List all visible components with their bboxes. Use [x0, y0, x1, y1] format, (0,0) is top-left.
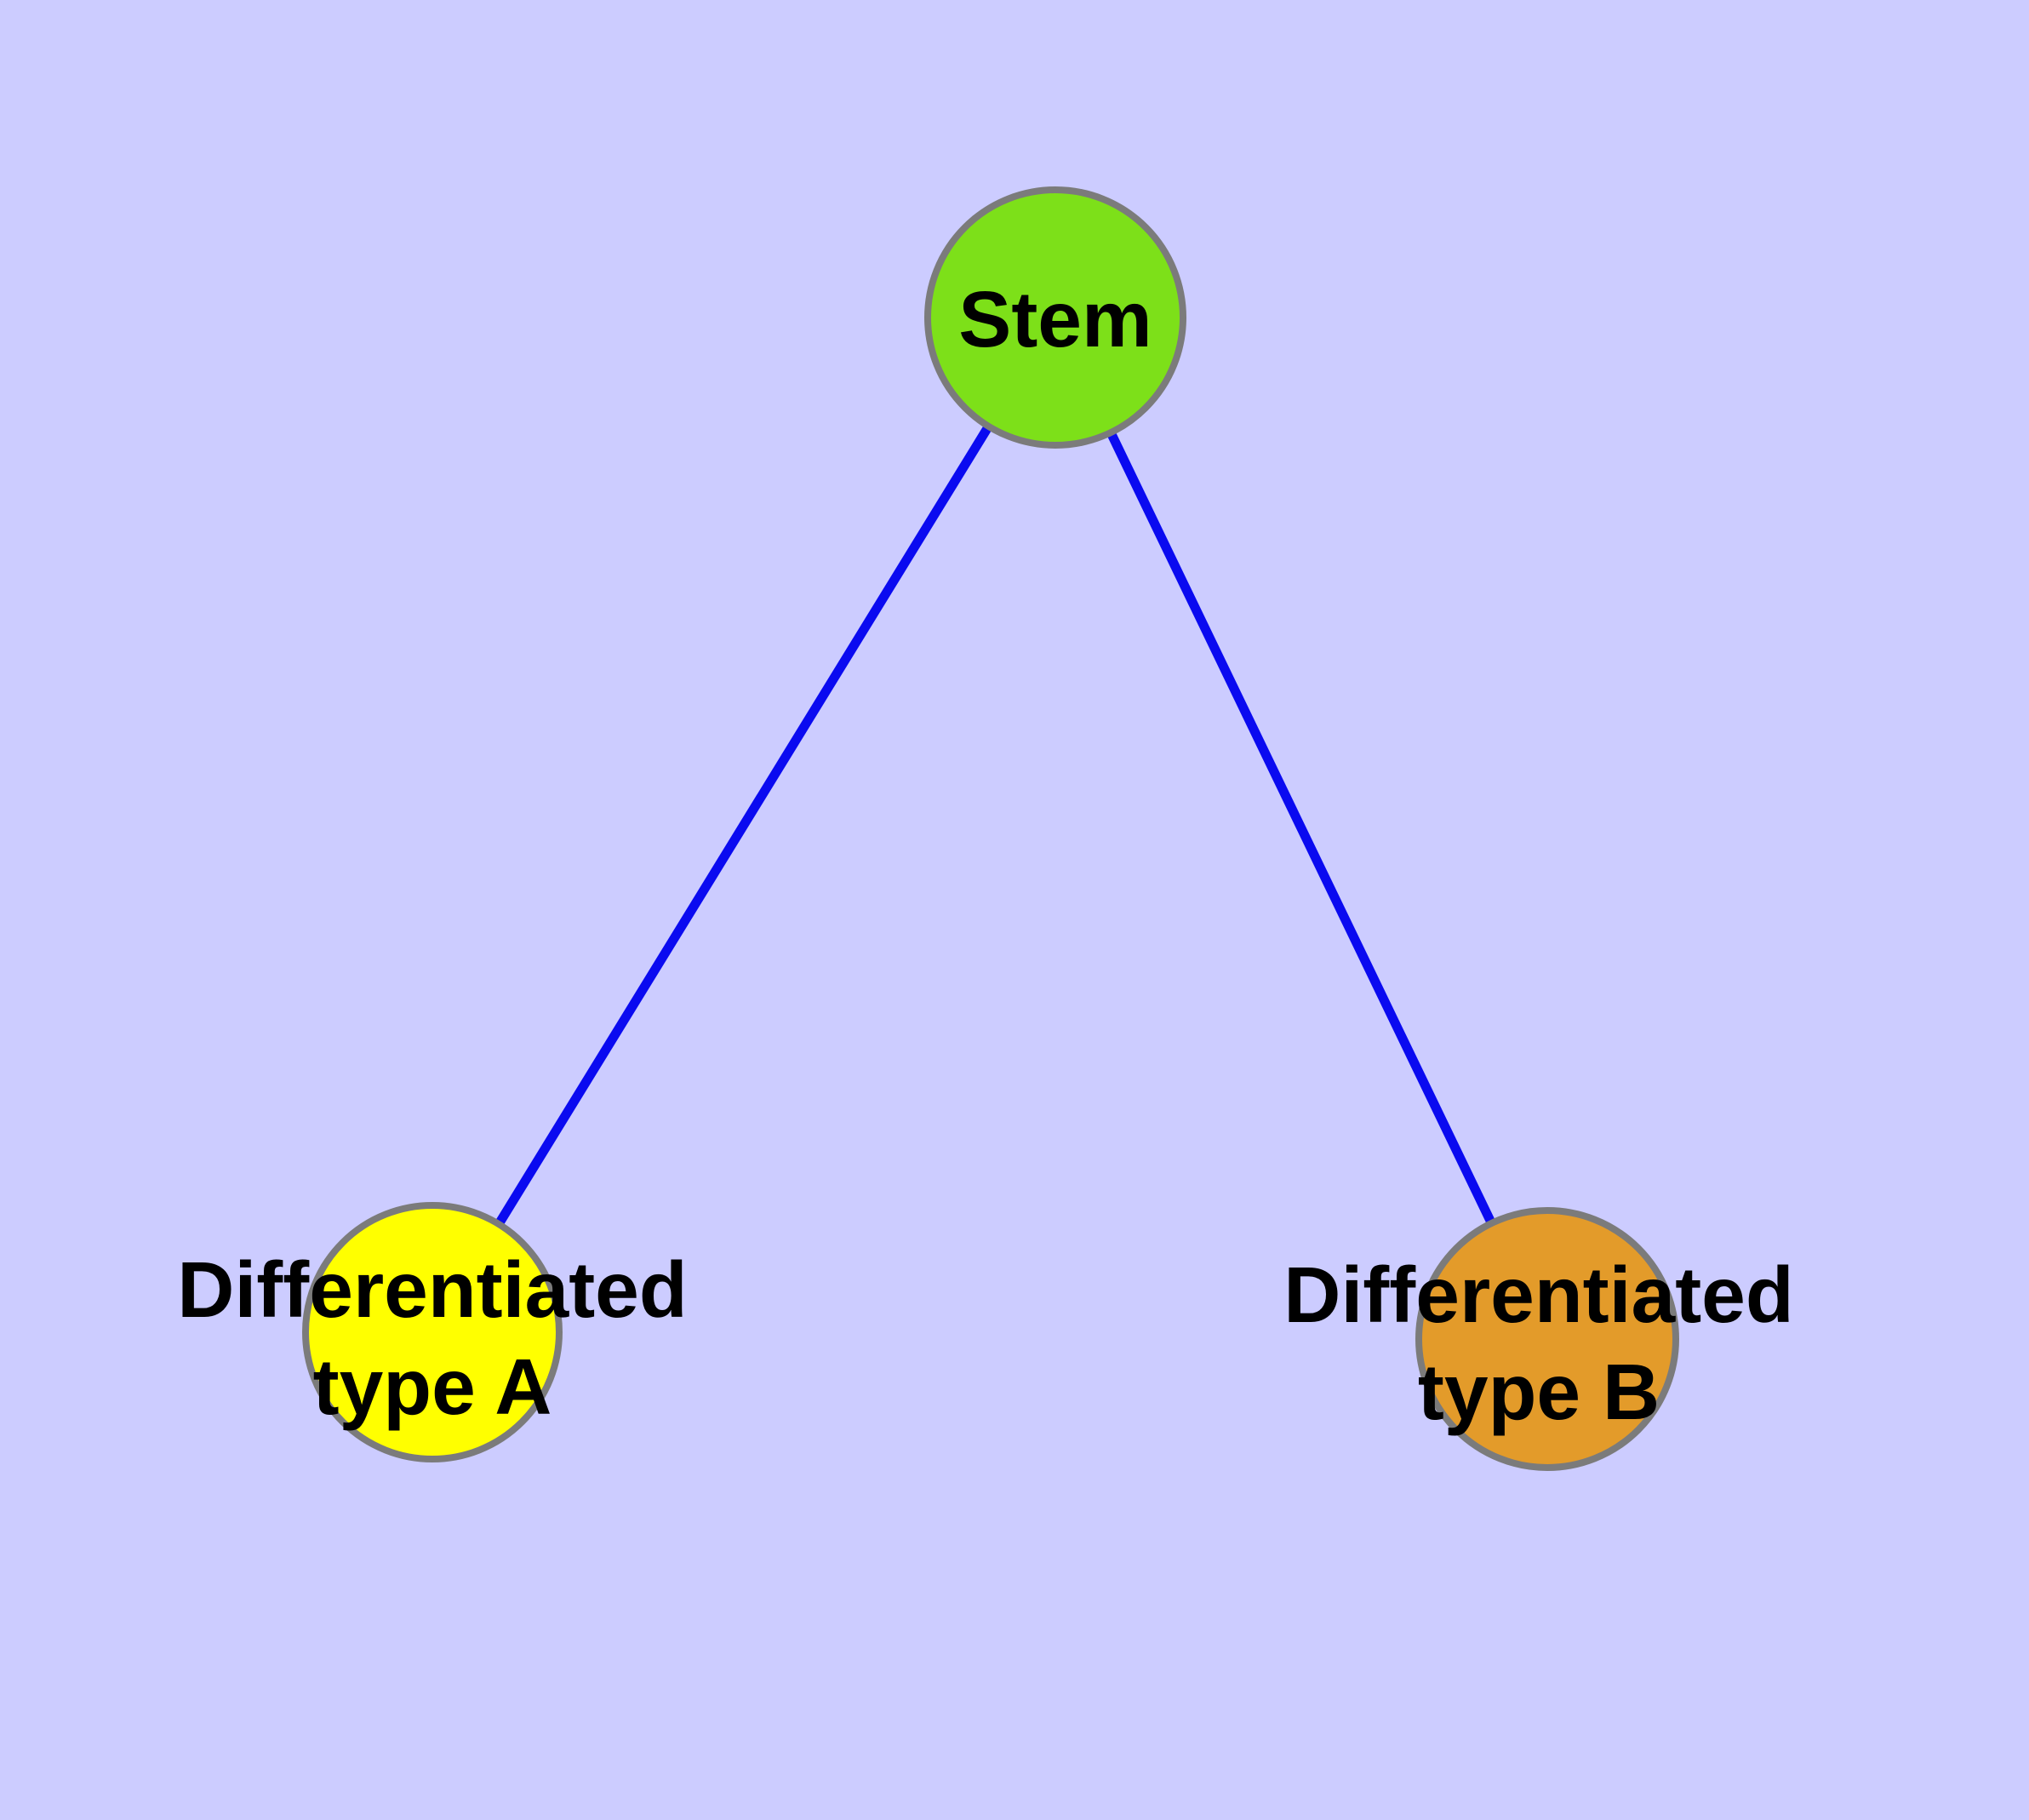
node-type-a-label: Differentiated type A	[177, 1241, 687, 1435]
edge-stem-to-type-a	[428, 315, 1060, 1335]
node-type-a-circle	[302, 1202, 563, 1462]
edge-stem-to-type-b	[1051, 315, 1552, 1342]
node-type-b-circle	[1415, 1207, 1679, 1471]
node-type-b-label-line1: Differentiated	[1283, 1251, 1794, 1339]
node-type-b-label: Differentiated type B	[1283, 1246, 1793, 1440]
node-stem-label: Stem	[958, 271, 1152, 368]
node-stem-circle	[924, 186, 1186, 449]
node-stem-label-line: Stem	[958, 275, 1152, 363]
node-type-a-label-line2: type A	[312, 1342, 552, 1431]
node-type-a-label-line1: Differentiated	[177, 1245, 688, 1334]
node-type-b-label-line2: type B	[1417, 1348, 1660, 1436]
